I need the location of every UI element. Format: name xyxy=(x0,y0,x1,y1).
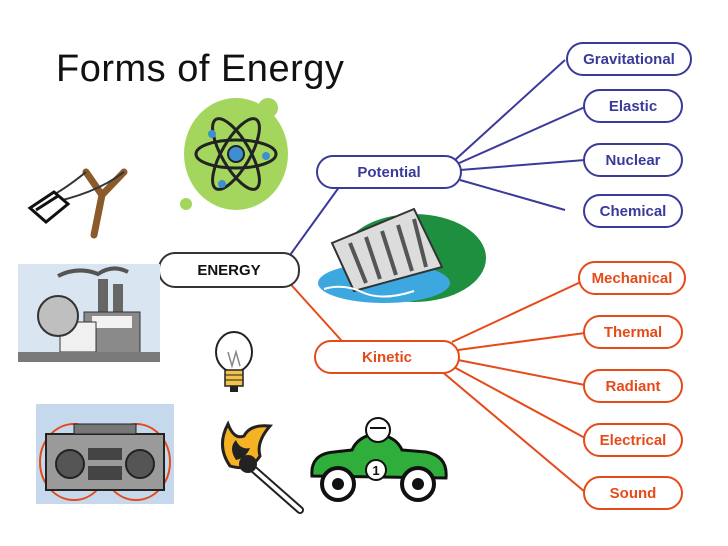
race-car-icon: 1 xyxy=(310,417,448,502)
energy-node: ENERGY xyxy=(158,252,300,288)
kinetic-node: Kinetic xyxy=(314,340,460,374)
car-number: 1 xyxy=(372,463,379,478)
kinetic-thermal-line xyxy=(457,332,586,351)
mechanical-node: Mechanical xyxy=(578,261,686,295)
chemical-label: Chemical xyxy=(599,202,667,220)
root-to-kinetic-line xyxy=(284,277,351,351)
match-icon xyxy=(221,420,304,514)
page-title: Forms of Energy xyxy=(56,48,345,90)
slingshot-icon xyxy=(27,168,128,239)
lightbulb-icon xyxy=(215,331,253,392)
kinetic-connectors xyxy=(439,279,586,493)
gravitational-label: Gravitational xyxy=(583,50,675,68)
mechanical-label: Mechanical xyxy=(591,269,673,287)
elastic-label: Elastic xyxy=(608,97,658,115)
radiant-label: Radiant xyxy=(605,377,661,395)
kinetic-label: Kinetic xyxy=(361,348,412,366)
energy-label: ENERGY xyxy=(197,261,261,279)
nuclear-label: Nuclear xyxy=(605,151,661,169)
potential-nuclear-line xyxy=(459,159,586,171)
sound-node: Sound xyxy=(583,476,683,510)
electrical-label: Electrical xyxy=(599,431,667,449)
thermal-node: Thermal xyxy=(583,315,683,349)
electrical-node: Electrical xyxy=(583,423,683,457)
nuclear-node: Nuclear xyxy=(583,143,683,177)
potential-chemical-line xyxy=(459,179,566,211)
elastic-node: Elastic xyxy=(583,89,683,123)
potential-elastic-line xyxy=(456,106,586,165)
gravitational-node: Gravitational xyxy=(566,42,692,76)
factory-icon xyxy=(18,264,160,362)
kinetic-mechanical-line xyxy=(451,279,586,343)
potential-connectors xyxy=(454,59,586,211)
potential-label: Potential xyxy=(357,163,421,181)
kinetic-electrical-line xyxy=(451,365,586,439)
radiant-node: Radiant xyxy=(583,369,683,403)
kinetic-radiant-line xyxy=(457,359,586,386)
potential-gravitational-line xyxy=(454,59,566,161)
thermal-label: Thermal xyxy=(603,323,663,341)
potential-node: Potential xyxy=(316,155,462,189)
atom-icon xyxy=(180,98,288,210)
chemical-node: Chemical xyxy=(583,194,683,228)
kinetic-sound-line xyxy=(439,369,586,493)
sound-label: Sound xyxy=(609,484,657,502)
stereo-icon xyxy=(36,404,174,504)
dam-icon xyxy=(318,207,486,303)
